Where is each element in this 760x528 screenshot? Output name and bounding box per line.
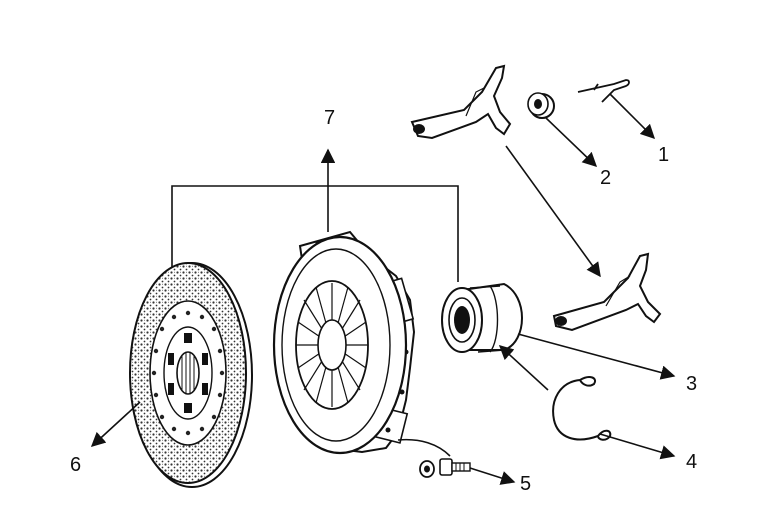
assembly-bracket: [171, 185, 459, 282]
leader-1: [609, 93, 656, 140]
callout-5: 5: [520, 473, 532, 495]
leader-3: [517, 333, 676, 380]
leader-5: [469, 467, 516, 485]
leader-6: [90, 401, 141, 447]
callout-6: 6: [70, 454, 82, 476]
leader-4-a: [599, 433, 676, 460]
callout-3: 3: [686, 373, 698, 395]
callout-4: 4: [686, 451, 698, 473]
leader-wire: [397, 438, 451, 457]
pressure-plate: [272, 230, 416, 455]
leader-4-b: [498, 345, 549, 391]
leader-2: [545, 117, 598, 167]
bearing-retaining-clip: [552, 376, 612, 441]
bolt-and-washer: [419, 458, 471, 478]
callout-1: 1: [658, 144, 670, 166]
release-bearing: [441, 282, 524, 353]
retaining-spring-clip: [577, 79, 630, 103]
release-fork-upper: [410, 64, 512, 140]
fork-move-arrow: [505, 145, 601, 278]
callout-2: 2: [600, 167, 612, 189]
callout-7: 7: [324, 107, 336, 129]
pivot-bushing: [527, 92, 555, 119]
release-fork-lower: [552, 252, 662, 332]
clutch-disc: [129, 262, 253, 488]
